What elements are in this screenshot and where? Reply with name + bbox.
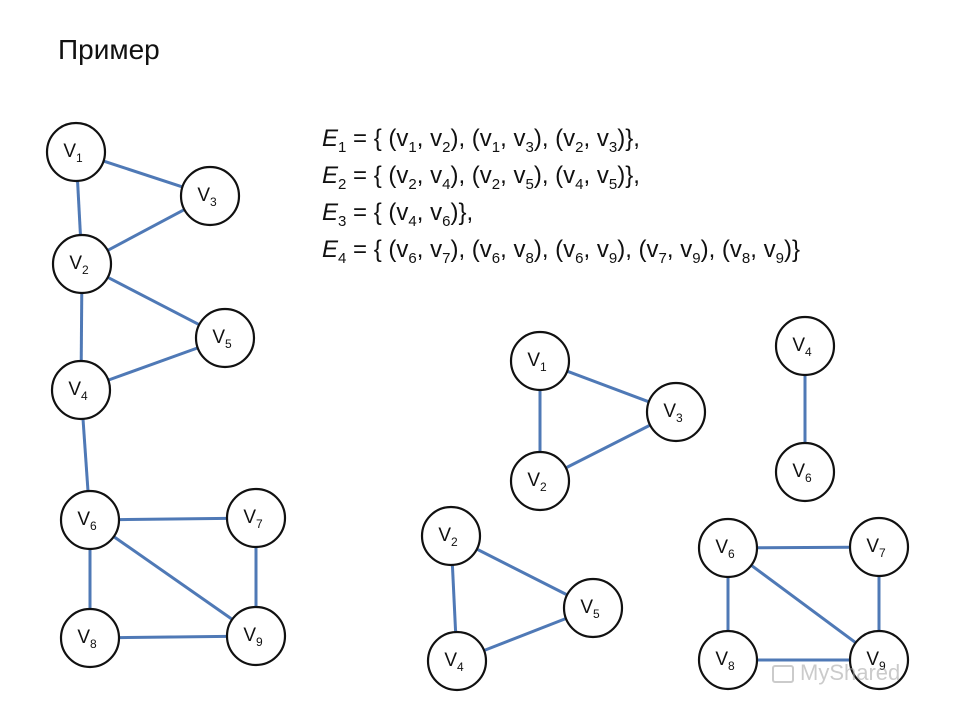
edge-pair: (v4, v6) <box>388 199 459 230</box>
edge-v2-v3 <box>565 423 651 470</box>
node-circle <box>45 121 107 183</box>
node-v6: V6 <box>59 489 121 551</box>
edge-v6-v7 <box>756 545 851 550</box>
edge-v8-v9 <box>118 634 228 640</box>
node-v8: V8 <box>697 629 759 691</box>
node-circle <box>194 307 256 369</box>
node-circle <box>848 629 910 691</box>
edge-set-label: E3 = { <box>322 199 389 230</box>
edge-set-row: E4 = { (v6, v7), (v6, v8), (v6, v9), (v7… <box>322 236 800 267</box>
node-circle <box>697 517 759 579</box>
node-circle <box>645 381 707 443</box>
edge-v2-v4 <box>450 564 458 633</box>
node-v1: V1 <box>509 330 571 392</box>
edge-v4-v5 <box>483 617 567 652</box>
node-v3: V3 <box>179 165 241 227</box>
node-circle <box>426 630 488 692</box>
node-v2: V2 <box>51 233 113 295</box>
edge-pair: (v7, v9) <box>638 236 709 267</box>
node-circle <box>562 577 624 639</box>
edge-pair: (v6, v8) <box>471 236 542 267</box>
node-v7: V7 <box>848 516 910 578</box>
node-circle <box>59 607 121 669</box>
node-circle <box>848 516 910 578</box>
edge-pair: (v8, v9) <box>721 236 792 267</box>
node-circle <box>509 450 571 512</box>
watermark: MyShared <box>772 660 900 686</box>
node-circle <box>774 441 836 503</box>
presentation-icon <box>772 665 794 683</box>
edge-v1-v2 <box>76 180 82 236</box>
node-circle <box>50 359 112 421</box>
node-circle <box>225 605 287 667</box>
edge-v2-v3 <box>106 208 186 252</box>
node-circle <box>509 330 571 392</box>
node-v9: V9 <box>848 629 910 691</box>
node-v3: V3 <box>645 381 707 443</box>
node-v6: V6 <box>697 517 759 579</box>
edge-v4-v5 <box>107 346 199 382</box>
edge-v1-v3 <box>566 369 650 404</box>
edge-v2-v4 <box>79 292 84 362</box>
node-circle <box>774 315 836 377</box>
node-v7: V7 <box>225 487 287 549</box>
edge-set-label: E4 = { <box>322 236 389 267</box>
node-v4: V4 <box>426 630 488 692</box>
node-v5: V5 <box>562 577 624 639</box>
edge-set-row: E3 = { (v4, v6)}, <box>322 199 474 230</box>
node-circle <box>225 487 287 549</box>
edge-pair: (v6, v9) <box>555 236 626 267</box>
edge-pair: (v1, v2) <box>388 125 459 156</box>
node-v8: V8 <box>59 607 121 669</box>
edge-set-row: E1 = { (v1, v2), (v1, v3), (v2, v3)}, <box>322 125 640 156</box>
edge-pair: (v4, v5) <box>555 162 626 193</box>
page-title: Пример <box>58 34 160 65</box>
node-circle <box>51 233 113 295</box>
edge-v6-v9 <box>750 564 857 644</box>
node-circle <box>420 505 482 567</box>
node-v1: V1 <box>45 121 107 183</box>
node-v2: V2 <box>420 505 482 567</box>
edge-pair: (v2, v5) <box>471 162 542 193</box>
watermark-text: MyShared <box>800 660 901 685</box>
node-circle <box>59 489 121 551</box>
node-v5: V5 <box>194 307 256 369</box>
edge-v4-v6 <box>81 418 90 492</box>
edge-v1-v3 <box>103 159 183 189</box>
edge-v6-v9 <box>112 535 234 621</box>
node-v4: V4 <box>50 359 112 421</box>
node-circle <box>697 629 759 691</box>
node-v9: V9 <box>225 605 287 667</box>
edge-v6-v7 <box>118 516 228 522</box>
edge-pair: (v1, v3) <box>471 125 542 156</box>
edge-set-label: E2 = { <box>322 162 389 193</box>
edge-v2-v5 <box>107 275 200 327</box>
edge-pair: (v2, v3) <box>555 125 626 156</box>
edge-pair: (v6, v7) <box>388 236 459 267</box>
node-v6: V6 <box>774 441 836 503</box>
node-circle <box>179 165 241 227</box>
edge-set-label: E1 = { <box>322 125 389 156</box>
node-v2: V2 <box>509 450 571 512</box>
node-v4: V4 <box>774 315 836 377</box>
edge-pair: (v2, v4) <box>388 162 459 193</box>
edge-v2-v5 <box>476 547 568 597</box>
edge-set-row: E2 = { (v2, v4), (v2, v5), (v4, v5)}, <box>322 162 640 193</box>
edge-set-formulas: E1 = { (v1, v2), (v1, v3), (v2, v3)}, E2 … <box>322 120 800 268</box>
